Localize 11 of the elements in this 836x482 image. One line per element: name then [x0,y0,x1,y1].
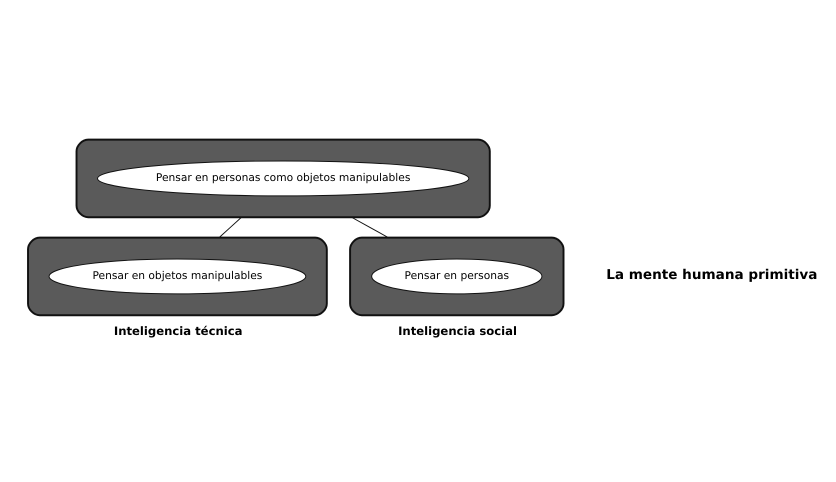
cluster [76,138,491,218]
connector [218,216,242,238]
node-label: Inteligencia técnica [114,324,242,338]
node-ellipse: Pensar en personas [371,258,542,294]
cluster [27,236,328,316]
connector [351,216,389,238]
cluster [349,236,564,316]
node-ellipse: Pensar en personas como objetos manipulables [97,160,470,196]
node-label: Inteligencia social [398,324,517,338]
node-ellipse: Pensar en objetos manipulables [48,258,306,294]
label: La mente humana primitiva [606,266,818,283]
